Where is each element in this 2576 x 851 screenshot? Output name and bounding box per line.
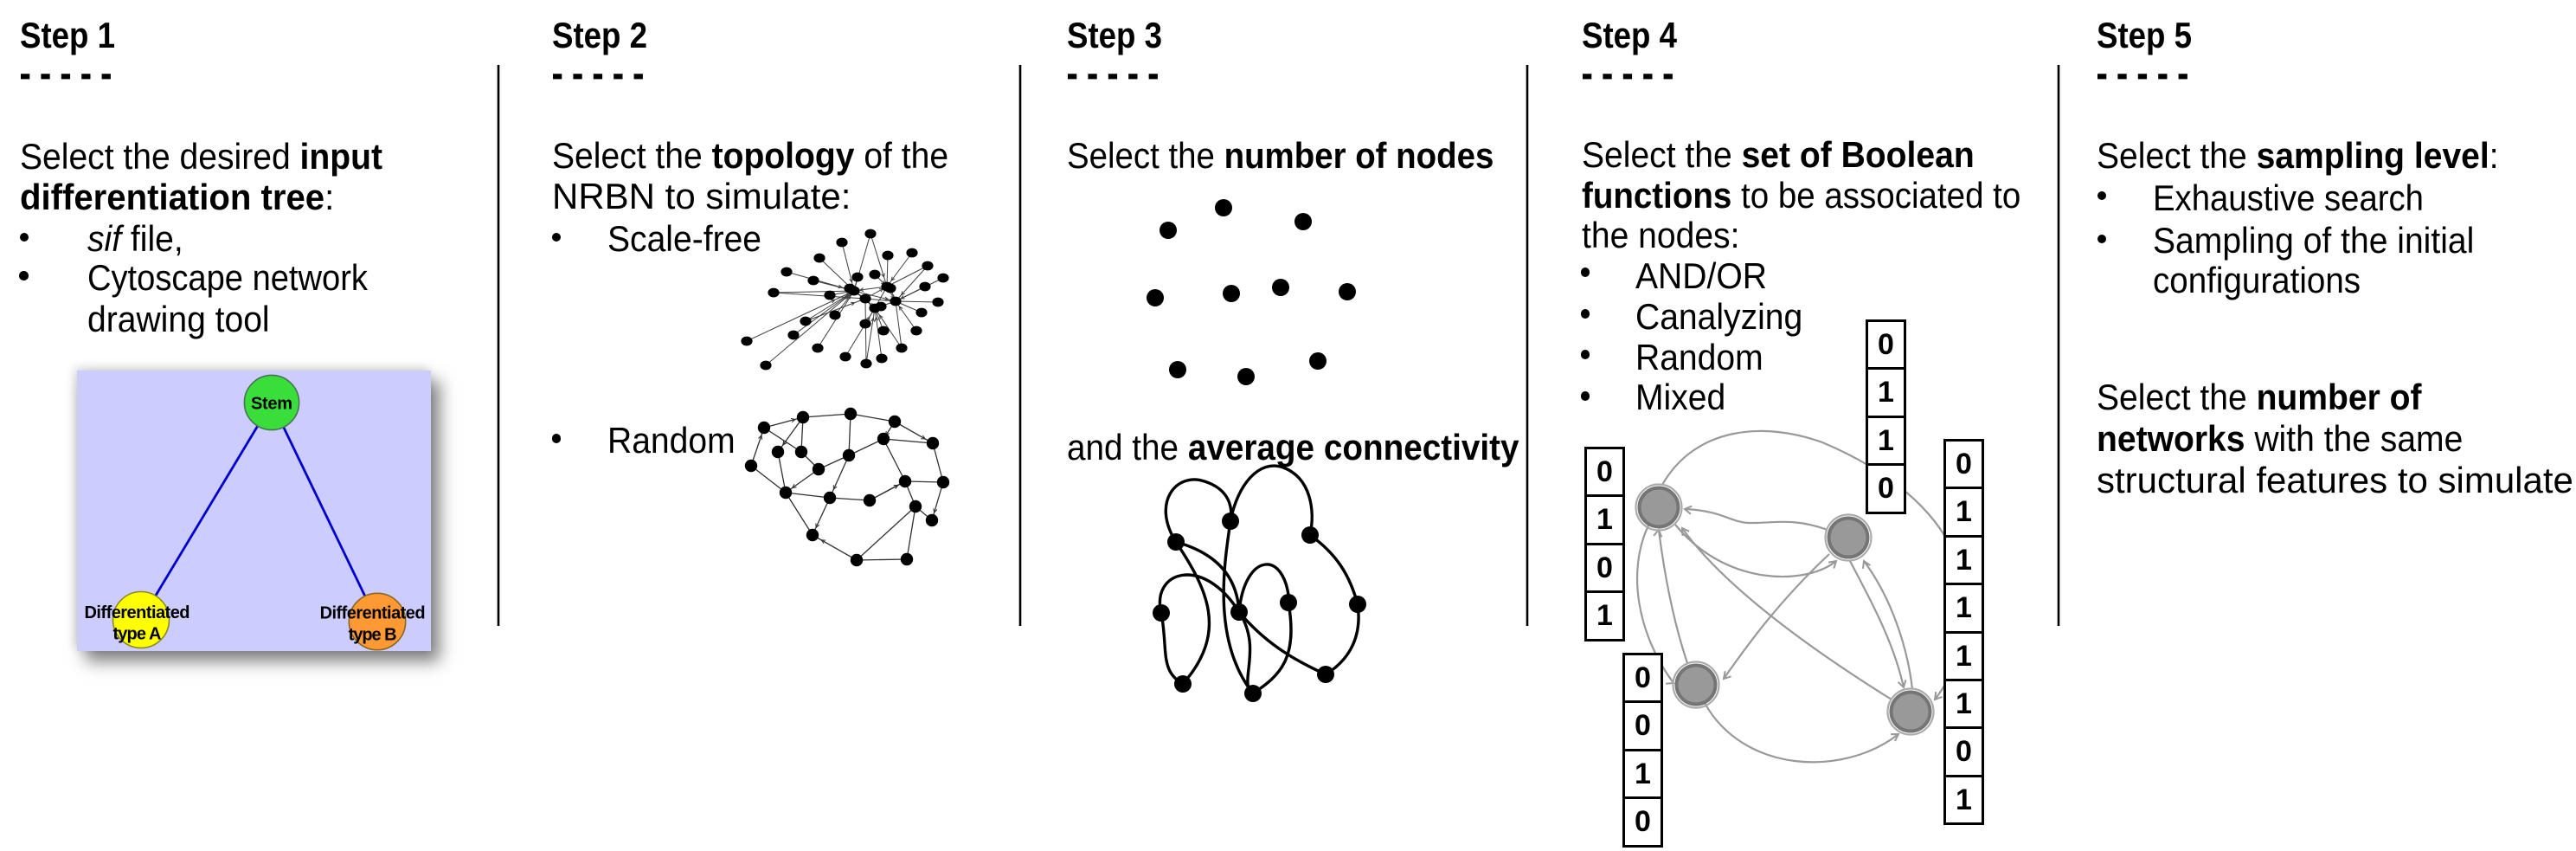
svg-text:Differentiated: Differentiated	[85, 603, 190, 622]
svg-text:Differentiated: Differentiated	[320, 604, 426, 623]
svg-text:type A: type A	[113, 625, 162, 644]
svg-text:type B: type B	[349, 626, 397, 645]
svg-text:Stem: Stem	[251, 394, 292, 413]
